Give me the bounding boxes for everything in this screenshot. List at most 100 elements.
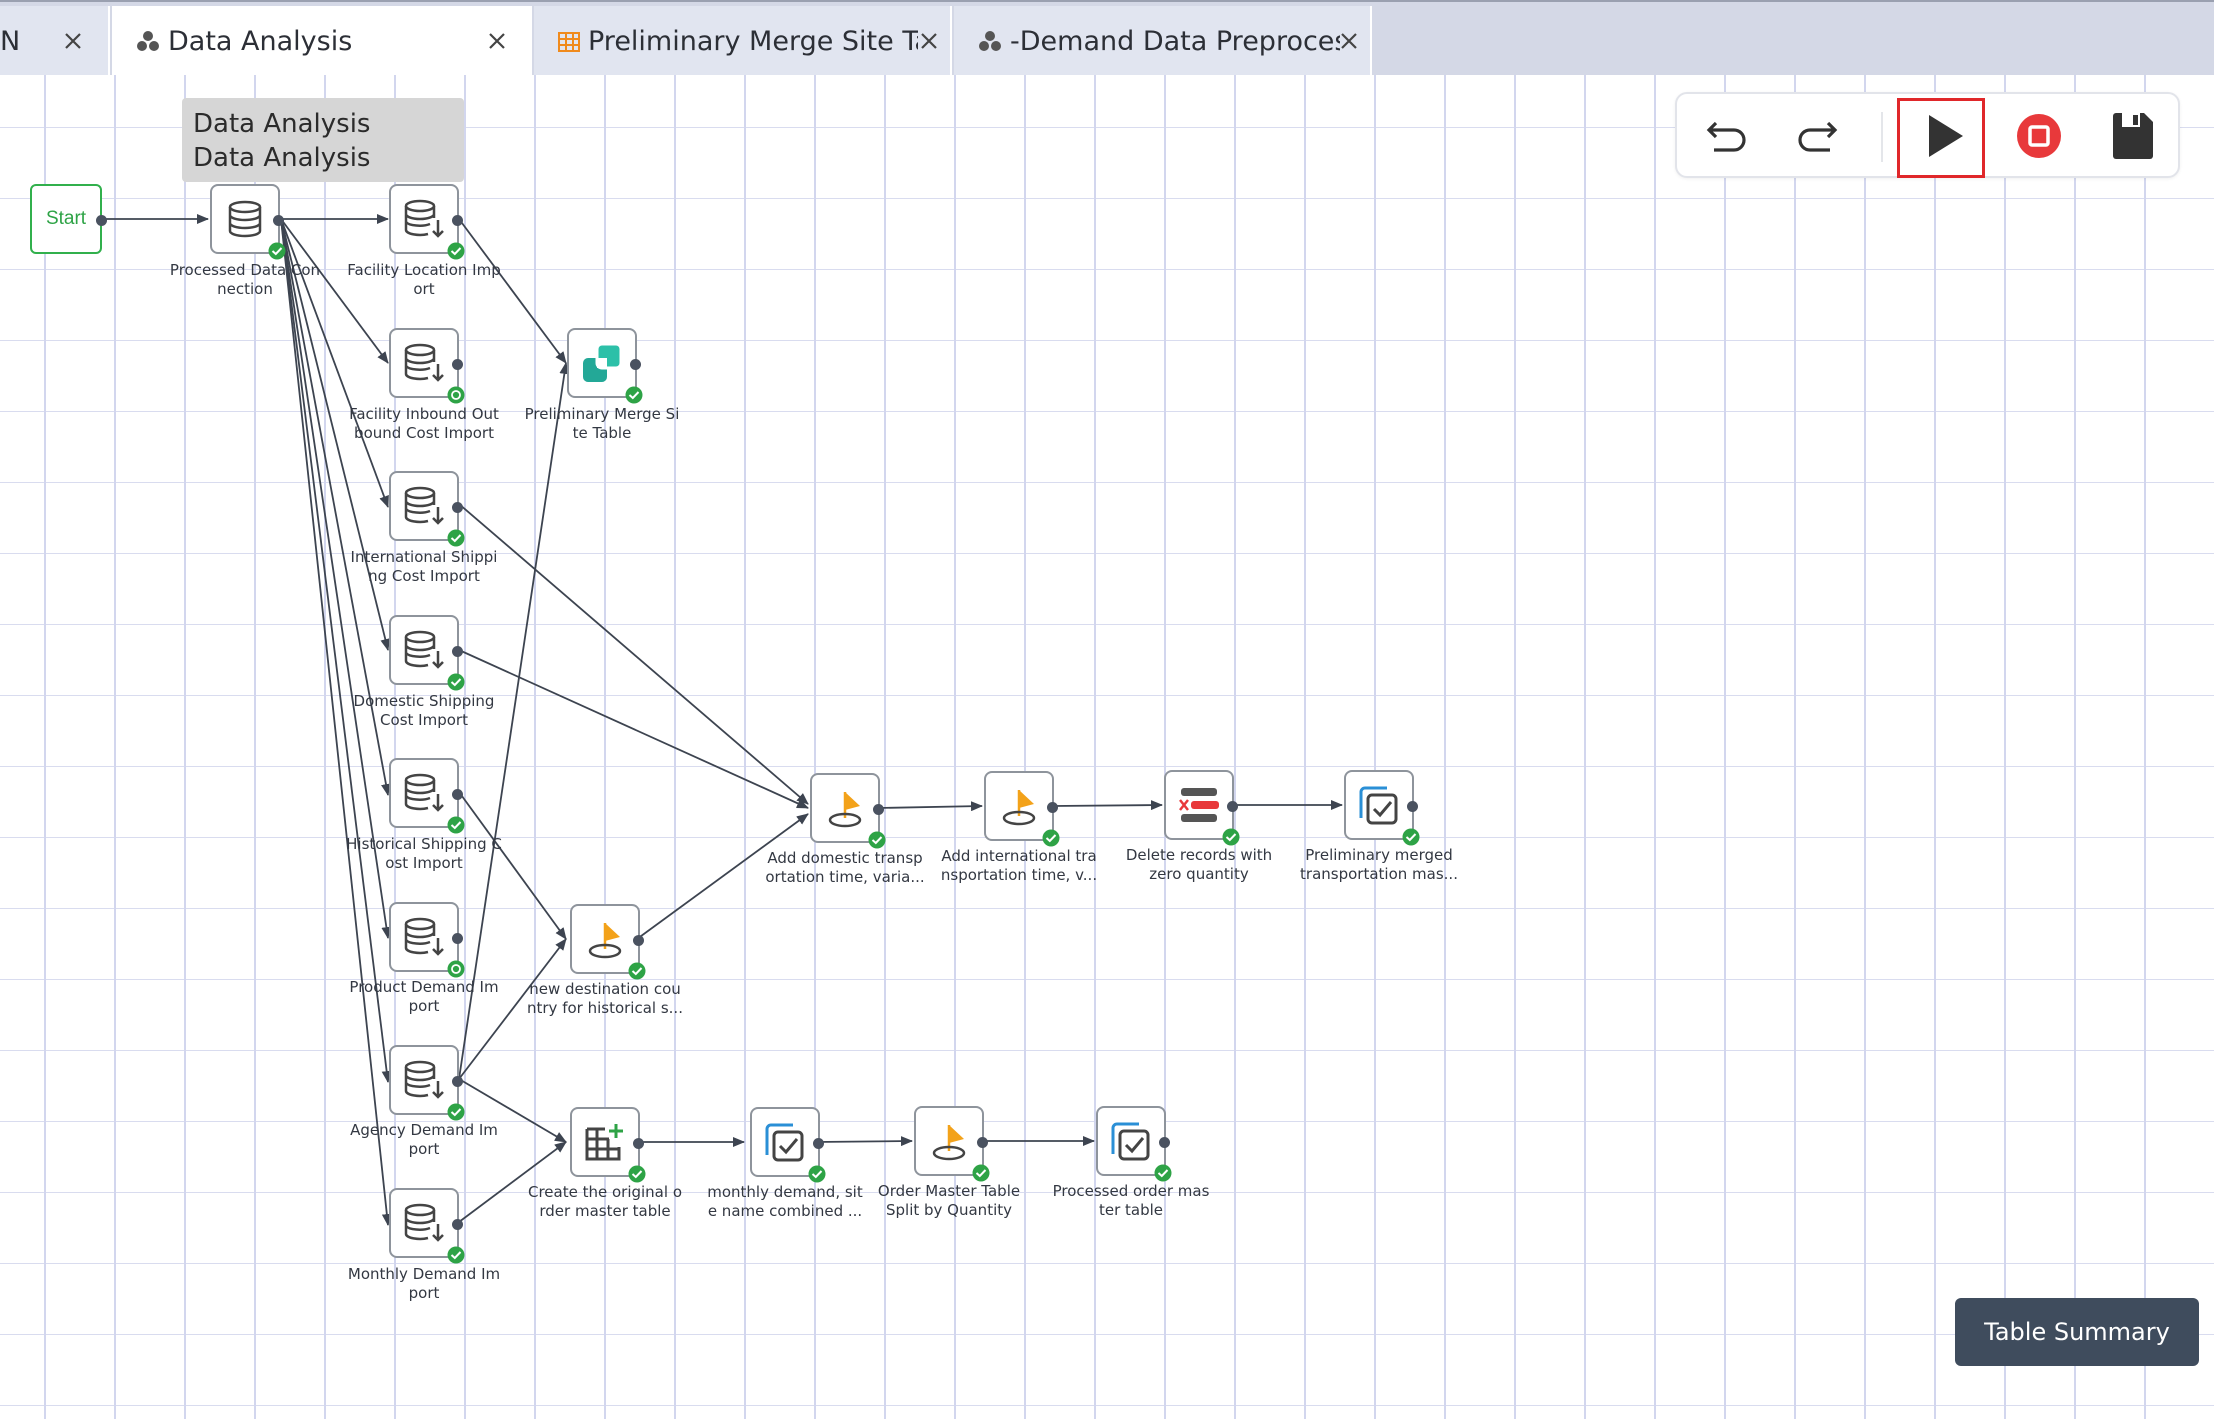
node-processed-data-connection[interactable] (210, 184, 286, 260)
success-icon (972, 1164, 990, 1182)
stop-icon (2017, 114, 2061, 158)
output-port[interactable] (452, 215, 463, 226)
success-icon (447, 816, 465, 834)
running-icon (447, 960, 465, 978)
save-button[interactable] (2107, 110, 2159, 162)
node-preliminary-merge-site-table[interactable] (567, 328, 643, 404)
success-icon (268, 242, 286, 260)
start-node[interactable]: Start (30, 184, 107, 254)
table-summary-label: Table Summary (1984, 1318, 2170, 1346)
close-icon[interactable] (62, 30, 84, 52)
output-port[interactable] (633, 935, 644, 946)
merge-icon (583, 342, 623, 382)
tab-demand-data[interactable]: -Demand Data Preproces... (954, 6, 1372, 77)
database-import-icon (404, 486, 444, 525)
close-icon[interactable] (1338, 30, 1360, 52)
redo-button[interactable] (1791, 110, 1843, 162)
close-icon[interactable] (486, 30, 508, 52)
database-import-icon (404, 630, 444, 669)
node-add-domestic-transport[interactable] (810, 773, 886, 849)
node-monthly-demand-site-combined[interactable] (750, 1107, 826, 1183)
success-icon (447, 673, 465, 691)
tab-data-analysis[interactable]: Data Analysis (112, 6, 532, 77)
output-port[interactable] (452, 1219, 463, 1230)
delete-rows-icon (1179, 788, 1219, 822)
node-processed-order-master[interactable] (1096, 1106, 1172, 1182)
node-facility-inbound-outbound-import[interactable] (389, 328, 465, 404)
run-icon (1929, 115, 1963, 157)
output-port[interactable] (630, 359, 641, 370)
success-icon (628, 962, 646, 980)
node-label: Processed Data Con nection (169, 261, 321, 298)
node-historical-shipping-import[interactable] (389, 758, 465, 834)
node-add-international-transport[interactable] (984, 771, 1060, 847)
database-import-icon (404, 343, 444, 382)
run-button-highlight (1897, 98, 1985, 178)
success-icon (868, 831, 886, 849)
output-port[interactable] (452, 359, 463, 370)
node-label: Add domestic transp ortation time, varia… (765, 849, 925, 886)
node-label: monthly demand, sit e name combined ... (707, 1183, 863, 1220)
toolbar-separator (1881, 112, 1883, 162)
node-label: Domestic Shipping Cost Import (353, 692, 495, 729)
undo-icon (1706, 121, 1746, 152)
success-icon (447, 242, 465, 260)
flag-icon (588, 923, 622, 959)
node-label: Create the original o rder master table (527, 1183, 682, 1220)
database-import-icon (404, 199, 444, 238)
checklist-icon (1359, 786, 1398, 825)
output-port[interactable] (873, 804, 884, 815)
table-icon (558, 31, 580, 52)
output-port[interactable] (452, 1076, 463, 1087)
stop-button[interactable] (2013, 110, 2065, 162)
tab-n[interactable]: N (0, 6, 110, 77)
node-label: Delete records with zero quantity (1125, 846, 1273, 883)
node-international-shipping-import[interactable] (389, 471, 465, 547)
output-port[interactable] (1407, 801, 1418, 812)
output-port[interactable] (813, 1138, 824, 1149)
output-port[interactable] (452, 502, 463, 513)
node-new-destination-country[interactable] (570, 904, 646, 980)
node-create-order-master[interactable] (570, 1107, 646, 1183)
running-icon (447, 386, 465, 404)
node-preliminary-merged-transportation[interactable] (1344, 770, 1420, 846)
success-icon (628, 1165, 646, 1183)
save-icon (2113, 113, 2153, 159)
node-order-master-split[interactable] (914, 1106, 990, 1182)
tab-label: N (0, 26, 21, 57)
output-port[interactable] (452, 646, 463, 657)
node-delete-zero-quantity[interactable] (1164, 770, 1240, 846)
node-label: new destination cou ntry for historical … (527, 980, 683, 1017)
table-summary-button[interactable]: Table Summary (1955, 1298, 2199, 1366)
node-domestic-shipping-import[interactable] (389, 615, 465, 691)
output-port[interactable] (633, 1138, 644, 1149)
node-agency-demand-import[interactable] (389, 1045, 465, 1121)
output-port[interactable] (1227, 801, 1238, 812)
output-port[interactable] (96, 215, 107, 226)
output-port[interactable] (452, 789, 463, 800)
success-icon (447, 1246, 465, 1264)
tooltip-line: Data Analysis (193, 143, 371, 173)
output-port[interactable] (273, 215, 284, 226)
node-facility-location-import[interactable] (389, 184, 465, 260)
output-port[interactable] (977, 1137, 988, 1148)
database-icon (228, 200, 262, 238)
output-port[interactable] (1047, 802, 1058, 813)
run-button[interactable] (1919, 110, 1971, 162)
output-port[interactable] (1159, 1137, 1170, 1148)
success-icon (625, 386, 643, 404)
success-icon (808, 1165, 826, 1183)
tooltip-line: Data Analysis (193, 109, 371, 139)
undo-button[interactable] (1701, 110, 1753, 162)
add-table-icon (585, 1124, 623, 1161)
flag-icon (828, 792, 862, 828)
tab-preliminary-merge[interactable]: Preliminary Merge Site Ta... (534, 6, 952, 77)
success-icon (1154, 1164, 1172, 1182)
database-import-icon (404, 1060, 444, 1099)
node-product-demand-import[interactable] (389, 902, 465, 978)
flag-icon (932, 1125, 966, 1161)
output-port[interactable] (452, 933, 463, 944)
checklist-icon (1111, 1122, 1150, 1161)
close-icon[interactable] (918, 30, 940, 52)
node-monthly-demand-import[interactable] (389, 1188, 465, 1264)
